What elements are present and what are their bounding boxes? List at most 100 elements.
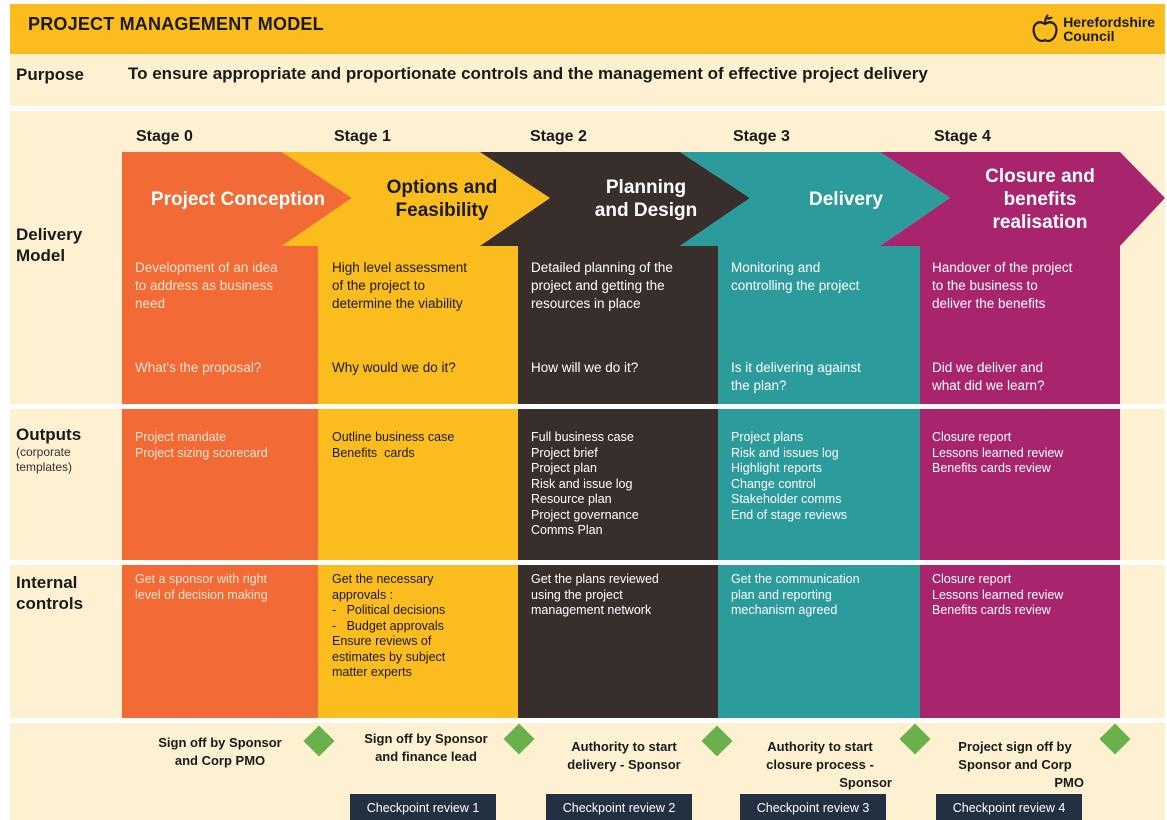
logo-text-line2: Council	[1063, 28, 1115, 44]
stage-0-desc-line: to address as business	[135, 278, 274, 293]
stage-1-column: High level assessment of the project to …	[318, 246, 518, 718]
stage-1-title-line2: Feasibility	[395, 200, 489, 221]
chevron-stage-3	[680, 152, 950, 246]
stage-1-signoff: Sign off by Sponsor and finance lead	[346, 730, 506, 766]
section-gap	[122, 560, 1120, 565]
stage-1-controls: Get the necessary approvals : - Politica…	[332, 572, 445, 681]
internal-label-line1: Internal	[16, 573, 78, 592]
purpose-text: To ensure appropriate and proportionate …	[128, 64, 928, 83]
checkpoint-review-4[interactable]: Checkpoint review 4	[936, 794, 1082, 820]
checkpoint-review-1[interactable]: Checkpoint review 1	[350, 794, 496, 820]
internal-controls-label: Internal controls	[16, 572, 83, 614]
stage-1-title: Options and Feasibility	[362, 152, 522, 246]
control-item: Lessons learned review	[932, 587, 1064, 602]
control-item: Get the plans reviewed	[531, 572, 659, 586]
control-item: - Political decisions	[332, 603, 446, 617]
signoff-line: closure process -	[766, 757, 874, 772]
output-item: Stakeholder comms	[731, 492, 842, 506]
apple-logo-icon	[1032, 14, 1058, 42]
control-item: plan and reporting	[731, 587, 832, 602]
signoff-line: delivery - Sponsor	[567, 757, 681, 772]
stage-4-description: Handover of the project to the business …	[932, 259, 1072, 313]
stage-2-title: Planning and Design	[566, 152, 726, 246]
signoff-line: Sign off by Sponsor	[158, 735, 282, 750]
delivery-label-line2: Model	[16, 246, 66, 265]
control-item: using the project	[531, 587, 623, 602]
checkpoint-review-3[interactable]: Checkpoint review 3	[740, 794, 886, 820]
control-item: estimates by subject	[332, 649, 446, 664]
stage-2-signoff: Authority to start delivery - Sponsor	[544, 738, 704, 774]
stage-2-question: How will we do it?	[531, 359, 638, 377]
control-item: - Budget approvals	[332, 618, 444, 633]
row-divider	[10, 718, 1165, 723]
outputs-label: Outputs (corporate templates)	[16, 424, 81, 475]
stage-3-controls: Get the communication plan and reporting…	[731, 572, 860, 619]
chevron-stage-2	[480, 152, 750, 246]
checkpoint-review-2[interactable]: Checkpoint review 2	[546, 794, 692, 820]
stage-1-question: Why would we do it?	[332, 359, 456, 377]
signoff-line: Authority to start	[571, 739, 677, 754]
output-item: Highlight reports	[731, 461, 823, 475]
signoff-line: Authority to start	[767, 739, 873, 754]
output-item: End of stage reviews	[731, 507, 848, 522]
stage-2-controls: Get the plans reviewed using the project…	[531, 572, 659, 619]
stage-1-desc-line: of the project to	[332, 278, 426, 293]
output-item: Comms Plan	[531, 523, 603, 537]
output-item: Outline business case	[332, 430, 455, 444]
stage-3-desc-line: controlling the project	[731, 278, 860, 293]
output-item: Project plan	[531, 461, 598, 475]
output-item: Project governance	[531, 507, 639, 522]
signoff-line: Sponsor and Corp	[958, 757, 1072, 772]
stage-0-outputs: Project mandate Project sizing scorecard	[135, 430, 268, 461]
control-item: level of decision making	[135, 587, 268, 602]
stage-1-outputs: Outline business case Benefits cards	[332, 430, 454, 461]
stage-4-title-line2: benefits	[1003, 188, 1077, 210]
stage-2-label: Stage 2	[530, 128, 587, 145]
control-item: approvals :	[332, 587, 394, 602]
logo-text-line1: Herefordshire	[1063, 14, 1155, 30]
stage-3-signoff: Authority to start closure process - Spo…	[740, 738, 900, 792]
stage-4-title-line1: Closure and	[985, 165, 1095, 187]
control-item: management network	[531, 603, 652, 617]
stage-1-label: Stage 1	[334, 128, 391, 145]
stage-3-title-line1: Delivery	[809, 188, 883, 210]
chevron-stage-0	[122, 152, 352, 246]
control-item: Benefits cards review	[932, 603, 1051, 617]
output-item: Benefits cards	[332, 445, 415, 460]
stage-2-outputs: Full business case Project brief Project…	[531, 430, 639, 539]
stage-3-question-line: the plan?	[731, 378, 787, 393]
output-item: Resource plan	[531, 492, 612, 506]
stage-4-column: Handover of the project to the business …	[920, 246, 1120, 718]
stage-1-title-line1: Options and	[386, 177, 498, 198]
output-item: Risk and issues log	[731, 445, 839, 460]
signoff-line: Sign off by Sponsor	[364, 731, 488, 746]
stage-0-description: Development of an idea to address as bus…	[135, 259, 278, 313]
stage-2-desc-line: resources in place	[531, 296, 641, 311]
control-item: matter experts	[332, 665, 412, 679]
stage-4-desc-line: deliver the benefits	[932, 296, 1046, 311]
delivery-label-line1: Delivery	[16, 225, 83, 244]
stage-0-title: Project Conception	[128, 152, 348, 246]
control-item: Ensure reviews of	[332, 634, 432, 648]
control-item: Get the necessary	[332, 572, 434, 586]
stage-2-title-line2: and Design	[594, 200, 698, 221]
purpose-label: Purpose	[16, 65, 85, 84]
output-item: Lessons learned review	[932, 445, 1064, 460]
control-item: mechanism agreed	[731, 603, 838, 617]
stage-1-question-line: Why would we do it?	[332, 360, 456, 375]
output-item: Project brief	[531, 445, 598, 460]
stage-4-desc-line: to the business to	[932, 278, 1038, 293]
output-item: Risk and issue log	[531, 476, 633, 491]
stage-2-title-line1: Planning	[605, 177, 687, 198]
stage-3-desc-line: Monitoring and	[731, 260, 821, 275]
stage-4-title-line3: realisation	[992, 211, 1088, 233]
stage-4-question-line: Did we deliver and	[932, 360, 1044, 375]
stage-2-question-line: How will we do it?	[531, 360, 639, 375]
stage-3-question-line: Is it delivering against	[731, 360, 861, 375]
section-gap	[122, 404, 1120, 409]
page-title: PROJECT MANAGEMENT MODEL	[28, 14, 324, 34]
signoff-line: Project sign off by	[958, 739, 1072, 754]
control-item: Get a sponsor with right	[135, 572, 268, 586]
stage-4-signoff: Project sign off by Sponsor and Corp PMO	[940, 738, 1090, 792]
